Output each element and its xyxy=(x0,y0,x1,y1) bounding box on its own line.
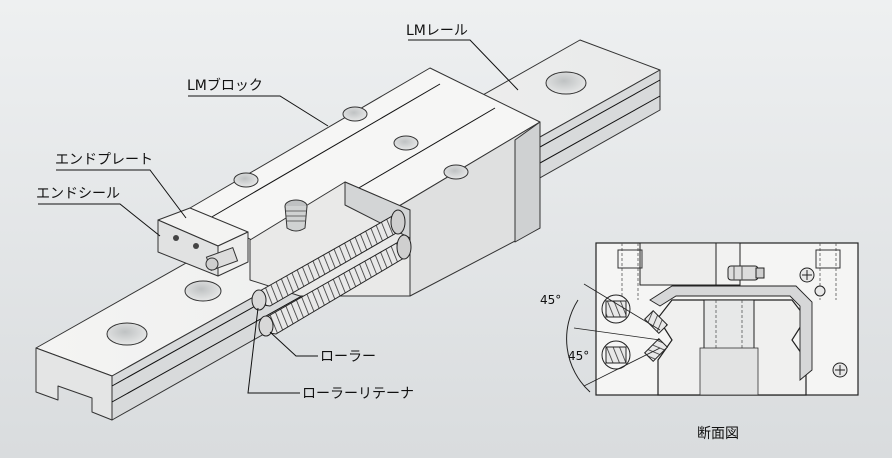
label-cross-section: 断面図 xyxy=(697,426,739,442)
rail-hole-icon xyxy=(184,280,222,302)
cross-section: 45° 45° xyxy=(540,242,859,396)
screw-icon xyxy=(814,285,826,297)
block-hole-icon xyxy=(393,135,419,151)
angle-upper-label: 45° xyxy=(540,293,561,307)
block-hole-icon xyxy=(342,106,368,122)
roller-left-lower-icon xyxy=(601,340,631,370)
roller-cage xyxy=(251,209,412,337)
block-hole-icon xyxy=(233,172,259,188)
end-plate-screw-icon xyxy=(173,235,179,241)
label-lm-block: LMブロック xyxy=(187,77,263,94)
rail-hole-icon xyxy=(106,322,148,346)
label-lm-rail: LMレール xyxy=(406,23,468,39)
grease-nipple-cs-icon xyxy=(727,265,765,281)
roller-contact-icon xyxy=(643,309,669,335)
block-end-seal-right xyxy=(514,121,541,243)
end-plate-screw-icon xyxy=(193,243,199,249)
block-hole-icon xyxy=(443,164,469,180)
label-roller: ローラー xyxy=(320,349,376,365)
end-plate xyxy=(157,207,249,277)
label-end-seal: エンドシール xyxy=(36,186,120,202)
label-roller-retainer: ローラーリテーナ xyxy=(302,386,414,402)
callouts: LMレール LMブロック エンドプレート エンドシール ローラー ローラーリテー… xyxy=(36,23,519,402)
label-end-plate: エンドプレート xyxy=(55,152,153,168)
rail-hole-icon xyxy=(545,71,587,95)
angle-lower-label: 45° xyxy=(568,349,589,363)
rail-end-face xyxy=(35,347,113,421)
